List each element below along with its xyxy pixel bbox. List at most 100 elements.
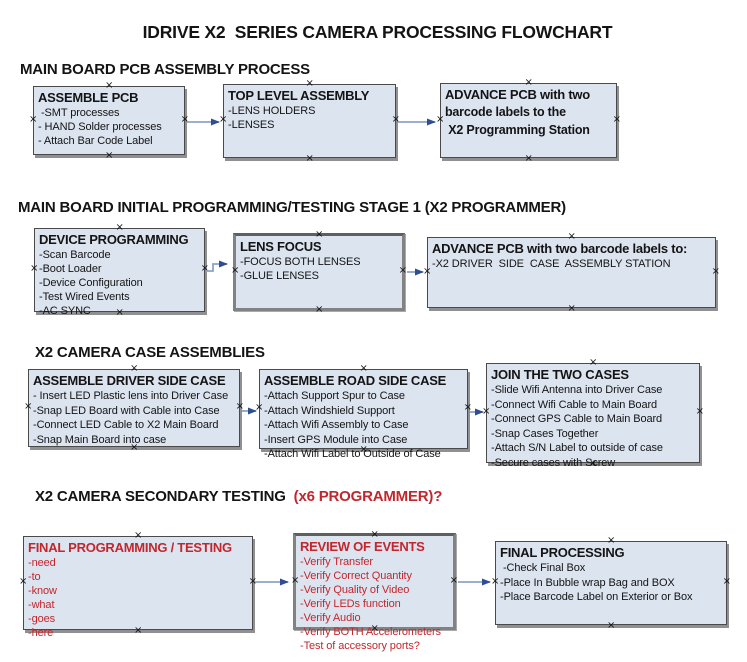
box-item: -Attach Wifi Assembly to Case [264,419,409,431]
connection-handle-icon: × [134,625,143,636]
box-item: -Connect Wifi Cable to Main Board [491,398,658,411]
flow-box-review-of-events: REVIEW OF EVENTS -Verify Transfer-Verify… [291,529,458,653]
box-item: -FOCUS BOTH LENSES [240,256,361,268]
connection-handle-icon: × [291,574,300,586]
box-item-list: -SMT processes - HAND Solder processes - A… [38,106,180,148]
box-item: - Attach Bar Code Label [38,135,153,147]
box-item: -Attach Support Spur to Case [264,390,405,402]
flow-box-assemble-pcb: ASSEMBLE PCB -SMT processes- HAND Solder… [29,81,189,161]
box-item: -know [28,585,57,597]
connection-handle-icon: × [524,77,533,88]
connection-handle-icon: × [180,113,189,125]
box-item: -LENS HOLDERS [228,105,316,117]
connection-handle-icon: × [130,363,139,374]
flow-box-advance-pcb-2: ADVANCE PCB with two barcode labels to: … [423,232,720,314]
box-title: ASSEMBLE ROAD SIDE CASE [264,373,447,388]
box-item-list: - Insert LED Plastic lens into Driver Ca… [33,389,235,447]
box-item: -Slide Wifi Antenna into Driver Case [491,384,663,396]
section-heading-secondary-testing-text: X2 CAMERA SECONDARY TESTING [35,488,286,505]
box-item: -need [28,557,56,569]
box-item: -Verify Audio [300,612,361,624]
flow-box-advance-pcb-1: ADVANCE PCB with two barcode labels to t… [436,78,621,164]
connection-handle-icon: × [219,114,228,125]
box-item: -Place In Bubble wrap Bag and BOX [500,576,675,589]
box-item: -Test Wired Events [39,291,130,303]
connection-handle-icon: × [589,458,598,469]
section-heading-case-assemblies: X2 CAMERA CASE ASSEMBLIES [35,344,265,361]
connection-handle-icon: × [491,576,500,587]
flow-box-lens-focus: LENS FOCUS -FOCUS BOTH LENSES -GLUE LENSE… [231,229,407,315]
box-item-list: -X2 DRIVER SIDE CASE ASSEMBLY STATION [432,257,711,271]
box-item-list: -FOCUS BOTH LENSES -GLUE LENSES [240,255,398,283]
box-item-list: -Slide Wifi Antenna into Driver Case -Con… [491,383,695,470]
flow-box-assemble-driver-side-case: ASSEMBLE DRIVER SIDE CASE - Insert LED P… [24,364,244,453]
box-item-list: -need-to-know-what-goes-here [28,556,248,640]
connection-handle-icon: × [248,576,257,587]
box-item-list: -Check Final Box -Place In Bubble wrap Ba… [500,561,722,605]
box-item: -LENSES [228,119,275,131]
connection-handle-icon: × [115,222,124,233]
connection-handle-icon: × [24,401,33,412]
box-title: ADVANCE PCB with two [445,87,590,102]
box-item: -Attach S/N Label to outside of case [491,442,663,454]
box-item: -Check Final Box [500,562,586,574]
connection-handle-icon: × [589,357,598,368]
box-item: -SMT processes [38,107,120,119]
connection-handle-icon: × [463,402,472,413]
flow-box-final-processing: FINAL PROCESSING -Check Final Box-Place … [491,536,731,631]
section-heading-pcb-assembly: MAIN BOARD PCB ASSEMBLY PROCESS [20,61,310,78]
connection-handle-icon: × [370,529,379,540]
box-item: -Test of accessory ports? [300,640,420,652]
box-item: -Snap LED Board with Cable into Case [33,404,220,417]
connection-handle-icon: × [612,113,621,125]
connection-handle-icon: × [695,406,704,417]
box-item: barcode labels to the [445,105,566,119]
box-title: LENS FOCUS [240,239,322,254]
page-title: IDRIVE X2 SERIES CAMERA PROCESSING FLOWC… [142,22,613,42]
box-item: - Insert LED Plastic lens into Driver Ca… [33,390,229,402]
box-item: -Verify LEDs function [300,598,401,610]
flow-box-device-programming: DEVICE PROGRAMMING -Scan Barcode-Boot Lo… [30,223,209,318]
connection-handle-icon: × [105,80,114,91]
box-item-list: -Scan Barcode-Boot Loader-Device Configu… [39,248,200,318]
connection-handle-icon: × [235,401,244,412]
box-item: -goes [28,613,56,625]
box-item: - HAND Solder processes [38,121,162,133]
connection-handle-icon: × [315,229,324,240]
connection-handle-icon: × [105,150,114,161]
box-item: -AC SYNC [39,305,91,317]
connection-handle-icon: × [398,265,407,276]
box-item: -X2 DRIVER SIDE CASE ASSEMBLY STATION [432,258,671,270]
box-item: -Place Barcode Label on Exterior or Box [500,591,693,603]
box-item-list: -Attach Support Spur to Case -Attach Wind… [264,389,463,462]
connection-handle-icon: × [200,263,209,274]
connection-handle-icon: × [607,620,616,631]
box-item: -Verify Transfer [300,556,373,568]
box-item: -Attach Windshield Support [264,404,395,417]
box-item: -what [28,599,55,611]
arrow-device-to-lensfocus [206,260,228,272]
connection-handle-icon: × [130,442,139,453]
box-item: -Scan Barcode [39,249,111,261]
connection-handle-icon: × [391,114,400,125]
box-item: -Secure cases with Screw [491,456,616,469]
section-heading-initial-programming: MAIN BOARD INITIAL PROGRAMMING/TESTING S… [18,199,566,216]
box-item-list: -LENS HOLDERS -LENSES [228,104,391,132]
box-item: -GLUE LENSES [240,270,319,282]
box-title: ADVANCE PCB with two barcode labels to: [432,241,688,256]
box-title: ASSEMBLE DRIVER SIDE CASE [33,373,226,388]
box-title: DEVICE PROGRAMMING [39,232,189,247]
flow-box-join-the-two-cases: JOIN THE TWO CASES -Slide Wifi Antenna i… [482,358,704,469]
box-item: -to [28,571,41,583]
box-title: FINAL PROGRAMMING / TESTING [28,540,232,555]
box-title: REVIEW OF EVENTS [300,539,425,554]
box-item: -Verify Quality of Video [300,584,410,596]
connection-handle-icon: × [524,153,533,164]
connection-handle-icon: × [134,530,143,541]
connection-handle-icon: × [482,406,491,417]
box-item: -Snap Cases Together [491,427,599,440]
box-item: -Attach Wifi Label to Outside of Case [264,448,441,460]
connection-handle-icon: × [423,265,432,277]
box-item-list: -Verify Transfer-Verify Correct Quantity… [300,555,449,653]
